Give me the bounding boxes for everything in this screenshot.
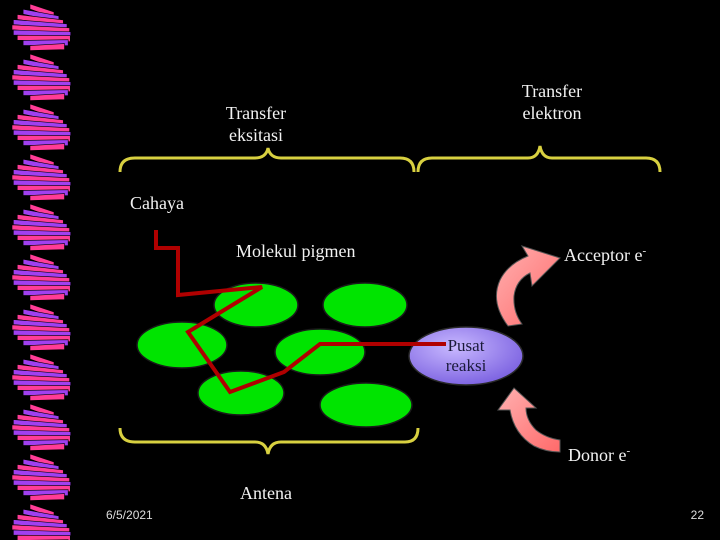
border-segment	[29, 143, 65, 151]
footer-date: 6/5/2021	[106, 508, 153, 522]
border-segment	[29, 193, 65, 201]
label-line: Transfer	[521, 81, 583, 101]
label-cahaya: Cahaya	[130, 193, 184, 213]
curved-arrow-icon	[497, 387, 561, 453]
label-transfer-eksitasi: Transfer eksitasi	[200, 102, 312, 146]
label-transfer-elektron: Transfer elektron	[496, 80, 608, 124]
label-line: Pusat	[447, 336, 485, 355]
label-line: eksitasi	[229, 125, 283, 145]
pigment-molecule	[322, 282, 408, 328]
label-acceptor: Acceptor e-	[564, 240, 646, 266]
reaction-center	[408, 326, 524, 386]
page-number: 22	[690, 508, 704, 522]
pigment-molecule	[213, 282, 299, 328]
border-segment	[29, 243, 65, 251]
donor-superscript: -	[626, 445, 631, 457]
border-segment	[29, 293, 65, 301]
label-molekul-pigmen: Molekul pigmen	[236, 241, 356, 261]
label-line: reaksi	[445, 356, 487, 375]
border-segment	[29, 93, 65, 101]
brace-transfer-elektron	[416, 145, 662, 173]
label-antena: Antena	[240, 483, 292, 503]
decorative-spiral-border	[11, 3, 72, 540]
border-segment	[16, 534, 71, 540]
donor-text: Donor e	[568, 445, 627, 465]
curved-arrow-icon	[495, 245, 561, 327]
pigment-molecule	[136, 321, 228, 369]
acceptor-superscript: -	[642, 245, 647, 257]
acceptor-text: Acceptor e	[564, 245, 643, 265]
label-line: Transfer	[225, 103, 287, 123]
label-line: elektron	[522, 103, 582, 123]
border-segment	[29, 43, 65, 51]
light-path	[154, 230, 446, 395]
brace-transfer-eksitasi	[118, 147, 416, 173]
brace-antena	[118, 427, 420, 455]
border-segment	[29, 443, 65, 451]
pigment-molecule	[319, 382, 413, 428]
label-pusat-reaksi: Pusat reaksi	[420, 336, 512, 376]
border-segment	[29, 343, 65, 351]
border-segment	[29, 493, 65, 501]
border-segment	[29, 393, 65, 401]
label-donor: Donor e-	[568, 440, 630, 466]
